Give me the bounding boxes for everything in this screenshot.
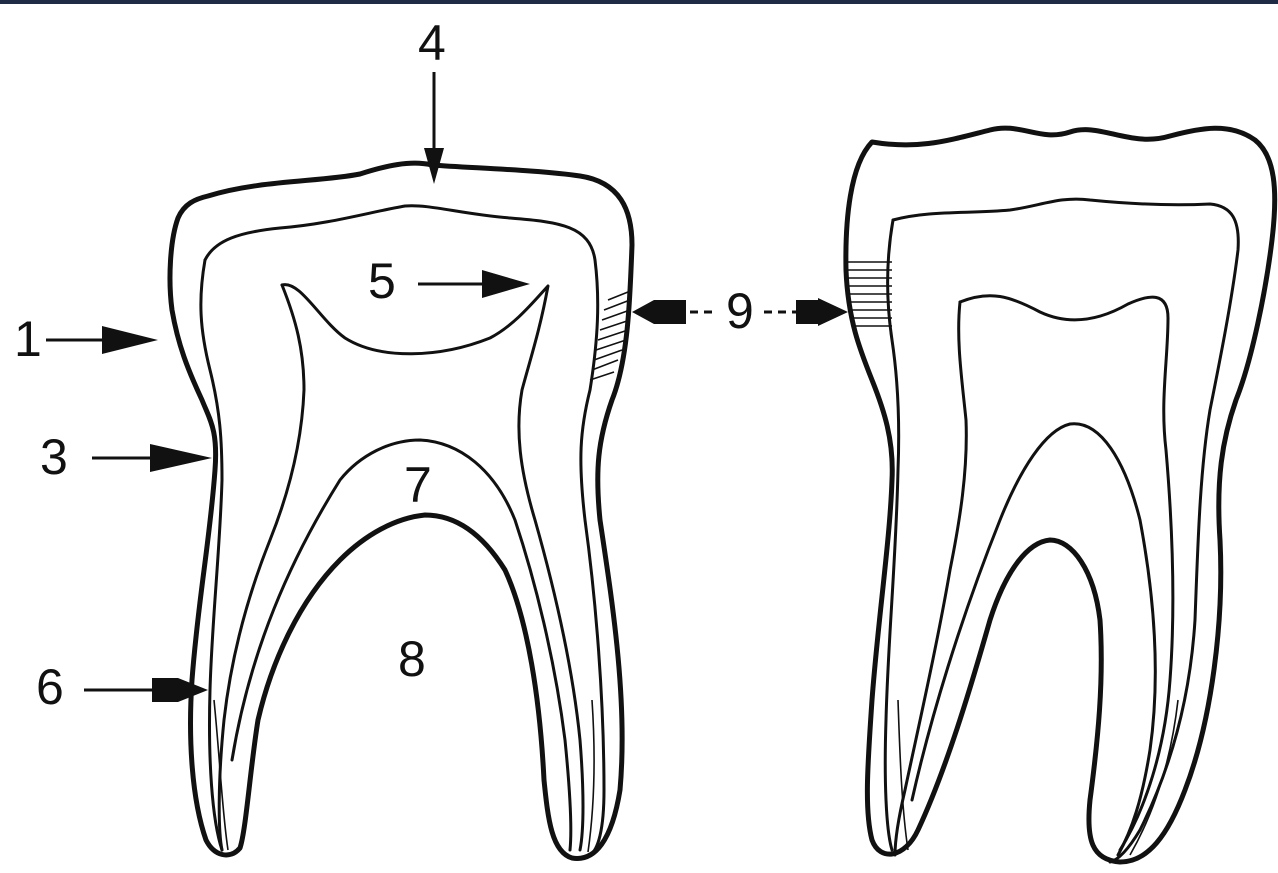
right-tooth-root-canal-left <box>898 700 908 850</box>
label-7: 7 <box>404 457 432 513</box>
left-tooth-outer-outline <box>170 163 632 858</box>
arrow-9-left-head <box>654 300 686 324</box>
label-1: 1 <box>14 311 42 367</box>
right-tooth-outer-outline <box>846 128 1275 862</box>
label-9: 9 <box>726 283 754 339</box>
arrow-1-head <box>102 326 158 354</box>
left-tooth-pulp-chamber <box>282 285 583 850</box>
label-5: 5 <box>368 253 396 309</box>
arrow-5-head <box>482 270 530 298</box>
label-8: 8 <box>398 631 426 687</box>
right-tooth-pulp-floor <box>912 424 1155 855</box>
left-tooth <box>170 163 632 858</box>
right-tooth-cementum-hatch <box>848 262 892 326</box>
label-3: 3 <box>40 429 68 485</box>
arrow-3-head <box>150 444 212 472</box>
right-tooth-pulp-chamber-left <box>895 302 966 855</box>
label-6: 6 <box>36 659 64 715</box>
left-tooth-root-canal-right <box>588 700 594 852</box>
label-4: 4 <box>418 15 446 71</box>
right-tooth-pulp-chamber <box>960 296 1173 850</box>
arrow-9-left-tip <box>632 300 654 324</box>
arrow-9-right-tip <box>818 298 848 326</box>
arrow-6-head <box>152 678 178 702</box>
right-tooth <box>846 128 1275 862</box>
arrow-9-right-head <box>796 300 818 324</box>
